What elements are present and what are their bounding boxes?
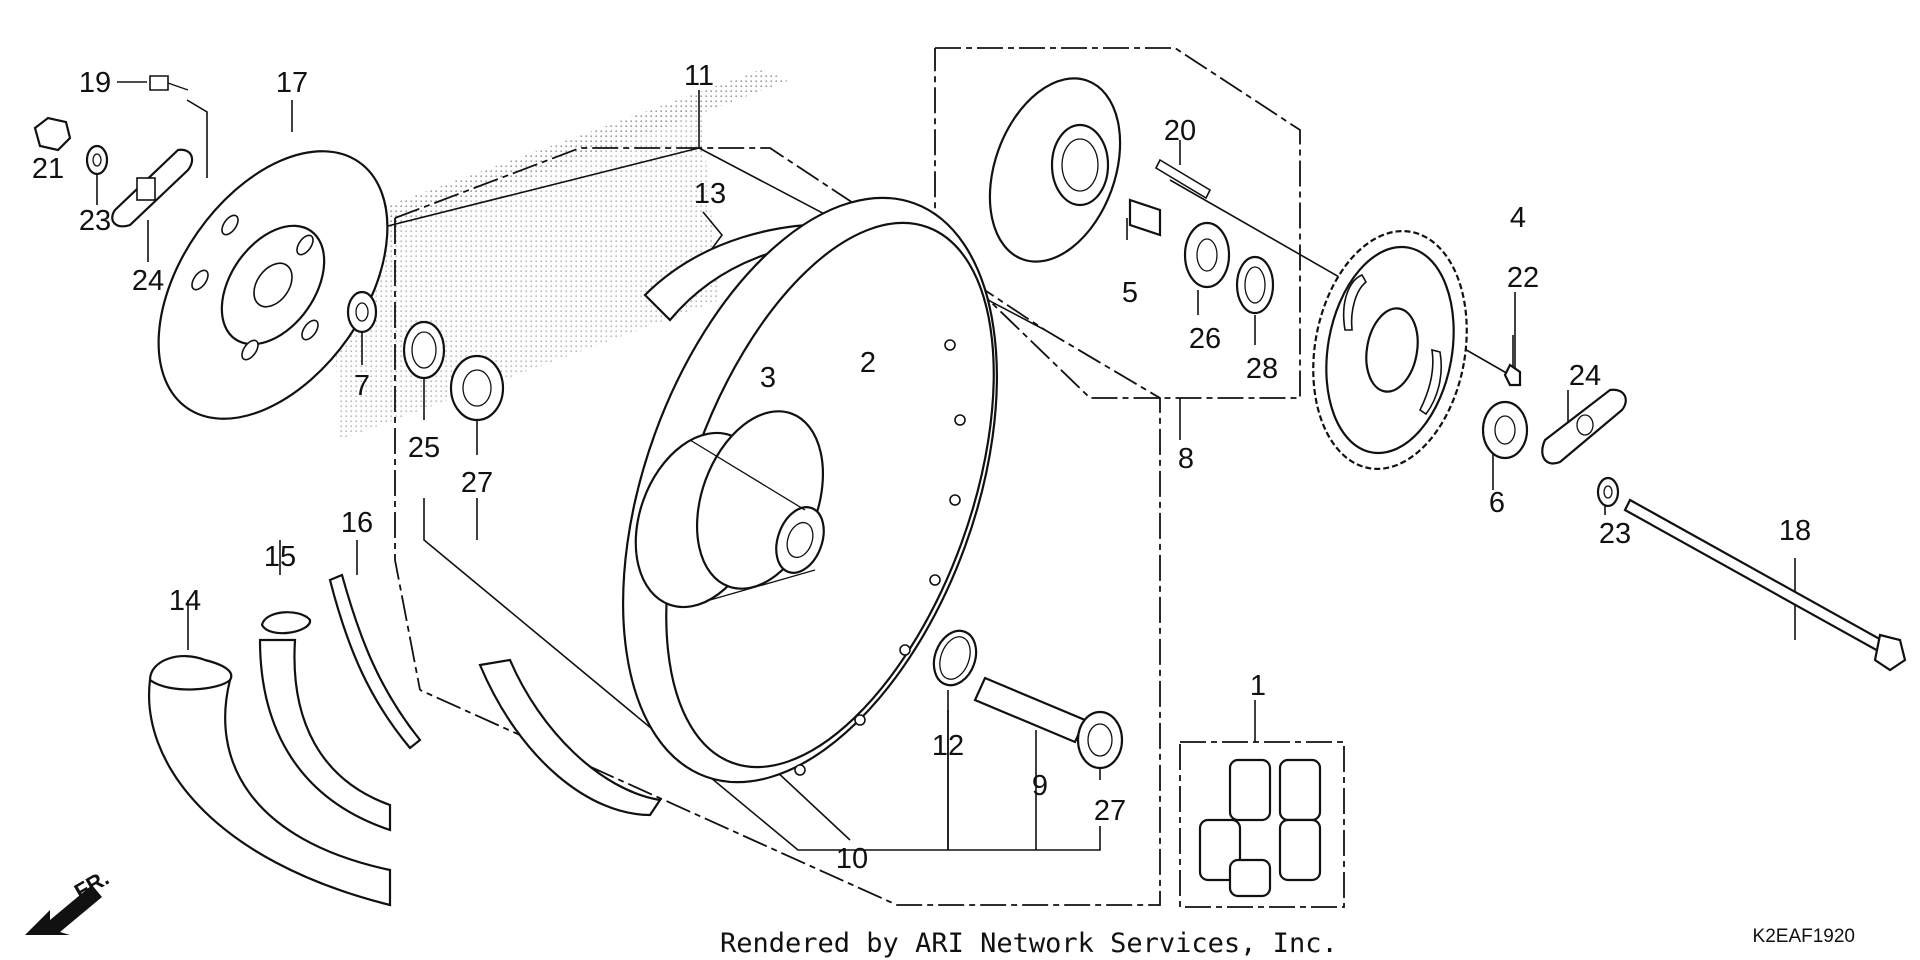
part-label-19: 19 xyxy=(79,67,111,99)
part-label-21: 21 xyxy=(32,153,64,185)
part-label-28: 28 xyxy=(1246,353,1278,385)
part-label-23-rear: 23 xyxy=(1599,518,1631,550)
brake-disc xyxy=(157,150,389,420)
part-label-2: 2 xyxy=(860,347,876,379)
part-labels: 1 2 3 4 5 6 7 8 9 10 11 12 13 14 15 16 1… xyxy=(32,60,1811,875)
part-label-24-front: 24 xyxy=(132,265,164,297)
driven-sprocket xyxy=(1312,230,1522,470)
axle-side-parts xyxy=(932,629,1124,770)
rear-axle-parts xyxy=(1481,388,1907,672)
final-driven-flange xyxy=(988,77,1275,315)
part-label-23-front: 23 xyxy=(79,205,111,237)
damper-rubbers xyxy=(1198,758,1322,898)
diagram-code: K2EAF1920 xyxy=(1753,926,1855,947)
front-side-hardware xyxy=(33,75,505,422)
wheel-hub xyxy=(634,410,825,609)
part-label-10: 10 xyxy=(836,843,868,875)
part-label-27-lower: 27 xyxy=(1094,795,1126,827)
direction-marker: FR. xyxy=(25,865,113,935)
part-label-27-upper: 27 xyxy=(461,467,493,499)
part-label-5: 5 xyxy=(1122,277,1138,309)
part-label-9: 9 xyxy=(1032,770,1048,802)
part-label-7: 7 xyxy=(354,370,370,402)
tyre-tube-rimband xyxy=(148,573,422,907)
part-label-22: 22 xyxy=(1507,262,1539,294)
part-label-17: 17 xyxy=(276,67,308,99)
part-label-12: 12 xyxy=(932,730,964,762)
part-label-13: 13 xyxy=(694,178,726,210)
part-label-11: 11 xyxy=(684,60,714,92)
part-label-1: 1 xyxy=(1250,670,1266,702)
part-label-15: 15 xyxy=(264,541,296,573)
part-label-25: 25 xyxy=(408,432,440,464)
part-label-3: 3 xyxy=(760,362,776,394)
part-label-14: 14 xyxy=(169,585,201,617)
part-label-6: 6 xyxy=(1489,487,1505,519)
part-label-24-rear: 24 xyxy=(1569,360,1601,392)
render-credit: Rendered by ARI Network Services, Inc. xyxy=(720,928,1338,959)
part-label-8: 8 xyxy=(1178,443,1194,475)
front-arrow-icon xyxy=(25,885,102,935)
part-label-26: 26 xyxy=(1189,323,1221,355)
part-label-20: 20 xyxy=(1164,115,1196,147)
part-label-4: 4 xyxy=(1510,202,1526,234)
part-label-18: 18 xyxy=(1779,515,1811,547)
part-label-16: 16 xyxy=(341,507,373,539)
